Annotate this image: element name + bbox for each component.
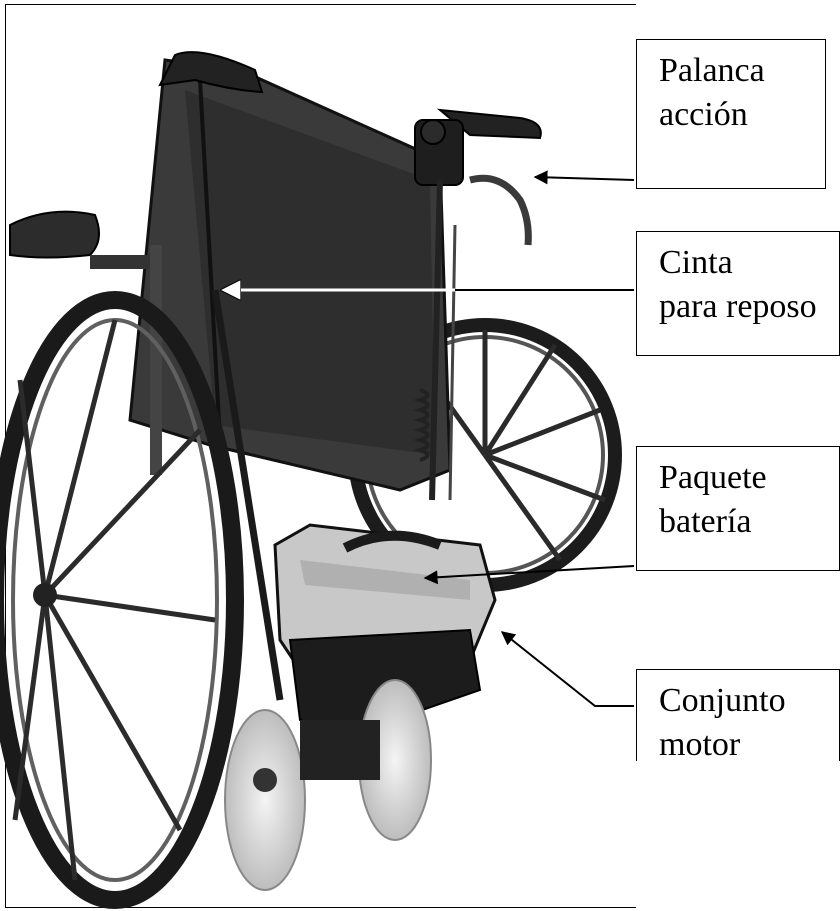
arrow-conjunto <box>500 631 634 707</box>
callout-palanca-line1: Palanca <box>659 52 765 89</box>
arrow-paquete <box>423 565 635 585</box>
callout-palanca-line2: acción <box>659 96 748 133</box>
backrest <box>128 58 452 492</box>
motor-assembly <box>224 628 482 891</box>
callout-arrows <box>222 170 635 707</box>
callout-paquete-line1: Paquete <box>659 459 767 496</box>
callout-paquete: Paquete batería <box>636 446 840 571</box>
callout-conjunto-line2: motor <box>659 726 741 761</box>
rest-strap <box>211 289 284 701</box>
callout-conjunto: Conjunto motor <box>636 669 840 761</box>
callout-palanca: Palanca acción <box>636 39 826 189</box>
armrest <box>9 210 162 475</box>
callout-cinta-line2: para reposo <box>659 288 817 325</box>
push-handles <box>158 51 542 140</box>
callout-cinta: Cinta para reposo <box>636 231 840 356</box>
action-lever <box>413 119 532 501</box>
arrow-palanca <box>533 170 635 185</box>
callout-cinta-line1: Cinta <box>659 244 733 281</box>
callout-paquete-line2: batería <box>659 503 752 540</box>
left-wheel <box>0 291 244 909</box>
callout-conjunto-line1: Conjunto <box>659 682 786 719</box>
